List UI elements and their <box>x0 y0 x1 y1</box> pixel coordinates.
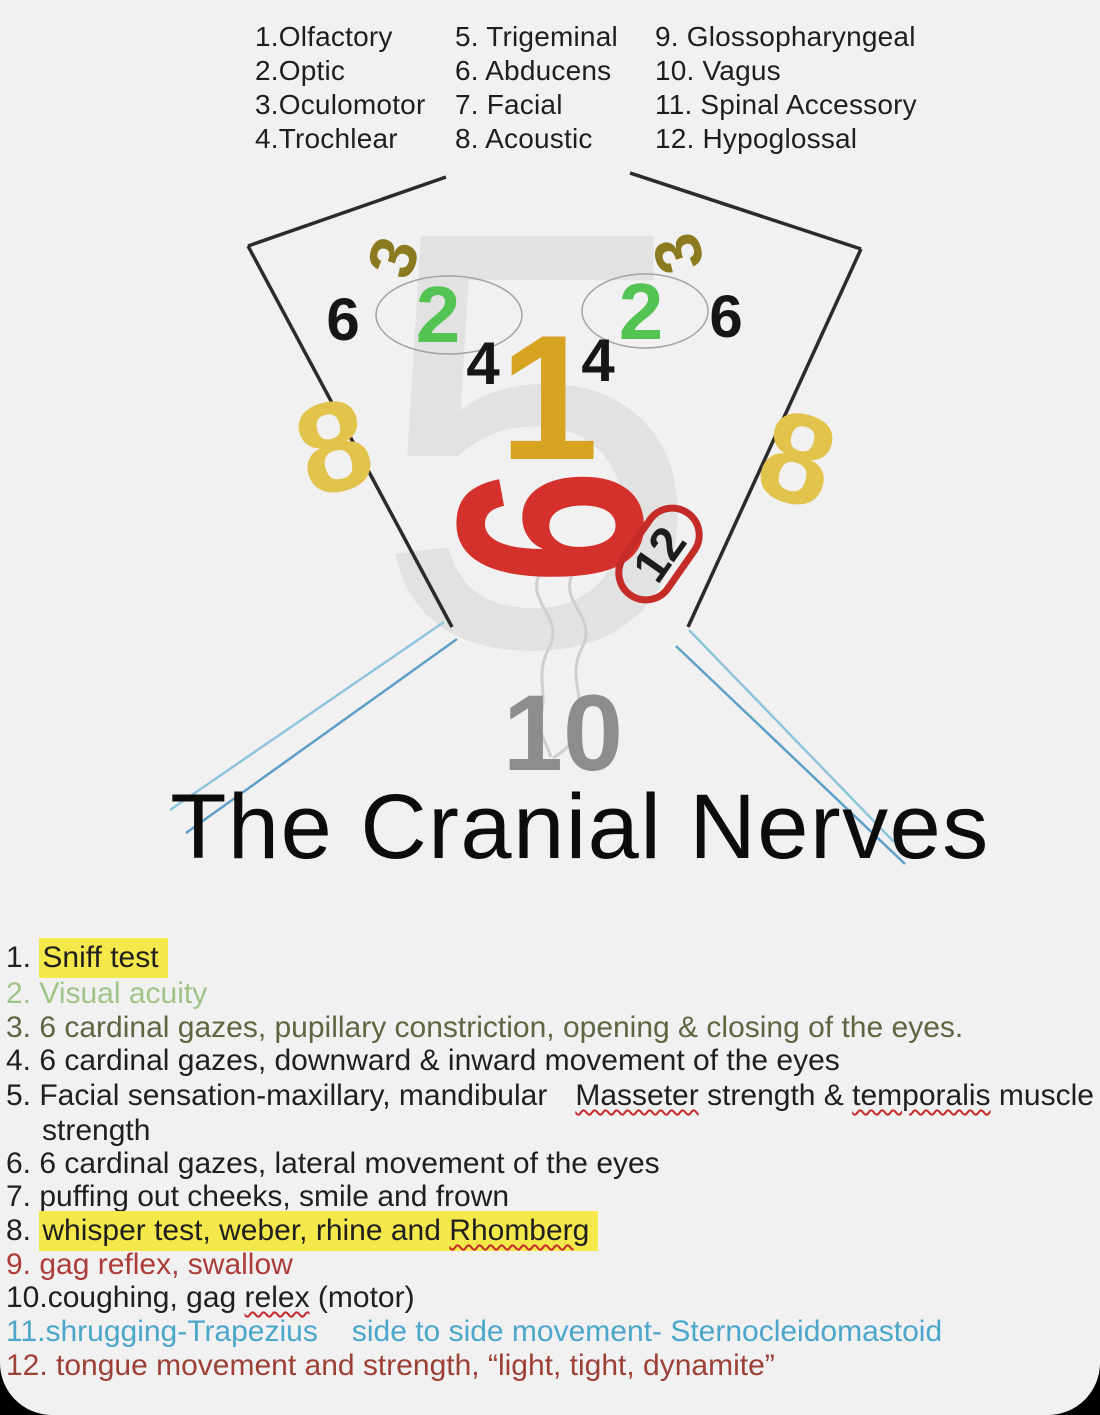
test-item-4: 4. 6 cardinal gazes, downward & inward m… <box>6 1044 840 1077</box>
trapezius-line-right-2 <box>675 645 906 865</box>
item5-misspelled-masseter: Masseter <box>575 1079 699 1112</box>
item5-part3: muscle <box>998 1079 1094 1112</box>
legend-item-abducens: 6. Abducens <box>455 55 612 86</box>
nerve-legend-column-2: 5. Trigeminal 6. Abducens 7. Facial 8. A… <box>455 20 618 156</box>
legend-item-hypoglossal: 12. Hypoglossal <box>655 123 858 154</box>
trapezius-line-right-1 <box>688 629 895 843</box>
item1-number: 1. <box>6 941 32 974</box>
legend-item-vagus: 10. Vagus <box>655 55 781 86</box>
face-outline-top-left <box>247 175 447 248</box>
legend-item-trochlear: 4.Trochlear <box>255 123 398 154</box>
neck-number: 10 <box>503 672 623 793</box>
item8-number: 8. <box>6 1214 32 1247</box>
test-item-5: 5. Facial sensation-maxillary, mandibula… <box>6 1079 1094 1113</box>
trapezius-line-left-1 <box>169 620 445 812</box>
legend-item-facial: 7. Facial <box>455 89 563 120</box>
cheek-right-number: 4 <box>581 327 615 394</box>
legend-item-olfactory: 1.Olfactory <box>255 21 393 52</box>
item8-highlight-part: whisper test, weber, rhine and <box>42 1214 441 1247</box>
test-item-1: 1. Sniff test <box>6 938 168 978</box>
legend-item-optic: 2.Optic <box>255 55 346 86</box>
page-title: The Cranial Nerves <box>170 776 990 878</box>
face-outline-left <box>246 245 454 628</box>
item5-part2: strength & <box>707 1079 844 1112</box>
ear-right-number: 8 <box>744 381 850 538</box>
throat-squiggle-left <box>535 570 555 758</box>
test-item-9: 9. gag reflex, swallow <box>6 1248 293 1281</box>
item10-part2: (motor) <box>317 1281 415 1314</box>
nose-number: 1 <box>500 298 599 497</box>
test-item-2: 2. Visual acuity <box>6 977 208 1010</box>
face-outline-right <box>686 248 863 628</box>
legend-item-acoustic: 8. Acoustic <box>455 123 593 154</box>
item10-part1: 10.coughing, gag <box>6 1281 237 1314</box>
test-item-5-continuation: strength <box>42 1114 151 1147</box>
item11-part1: 11.shrugging-Trapezius <box>6 1315 318 1348</box>
legend-item-trigeminal: 5. Trigeminal <box>455 21 618 52</box>
tongue-capsule-outline <box>615 504 703 604</box>
nerve-legend-column-3: 9. Glossopharyngeal 10. Vagus 11. Spinal… <box>655 20 917 156</box>
item10-misspelled-relex: relex <box>244 1281 310 1314</box>
eye-left-number: 2 <box>416 270 461 359</box>
cheek-left-number: 4 <box>466 330 500 397</box>
face-diagram: 5 3 3 2 2 6 6 4 4 1 8 8 9 <box>169 107 990 878</box>
item8-highlighted-text: whisper test, weber, rhine and Rhomberg <box>39 1211 599 1251</box>
eye-right-number: 2 <box>619 267 664 356</box>
item1-highlighted-text: Sniff test <box>39 938 168 978</box>
item11-part2: side to side movement- Sternocleidomasto… <box>351 1315 943 1348</box>
test-item-3: 3. 6 cardinal gazes, pupillary constrict… <box>6 1011 964 1044</box>
eye-right-outline <box>581 273 709 349</box>
test-item-6: 6. 6 cardinal gazes, lateral movement of… <box>6 1147 660 1180</box>
test-item-12: 12. tongue movement and strength, “light… <box>6 1349 775 1382</box>
legend-item-glossopharyngeal: 9. Glossopharyngeal <box>655 21 916 52</box>
item5-misspelled-temporalis: temporalis <box>852 1079 991 1112</box>
test-item-7: 7. puffing out cheeks, smile and frown <box>6 1180 510 1213</box>
legend-item-spinal-accessory: 11. Spinal Accessory <box>655 89 917 120</box>
temple-right-number: 6 <box>709 283 742 350</box>
legend-item-oculomotor: 3.Oculomotor <box>255 89 426 120</box>
eye-left-outline <box>375 275 523 355</box>
test-item-8: 8. whisper test, weber, rhine and Rhombe… <box>6 1211 599 1251</box>
test-item-10: 10.coughing, gag relex (motor) <box>6 1281 415 1315</box>
item5-part1: 5. Facial sensation-maxillary, mandibula… <box>6 1079 548 1112</box>
temple-left-number: 6 <box>326 286 359 353</box>
face-outline-top-right <box>629 171 862 251</box>
item8-misspelled-rhomberg: Rhomberg <box>449 1214 590 1247</box>
test-item-11: 11.shrugging-Trapezius side to side movem… <box>6 1315 942 1349</box>
nerve-legend-column-1: 1.Olfactory 2.Optic 3.Oculomotor 4.Troch… <box>255 20 425 156</box>
throat-squiggle-right <box>552 570 588 760</box>
trapezius-line-left-2 <box>185 637 458 835</box>
